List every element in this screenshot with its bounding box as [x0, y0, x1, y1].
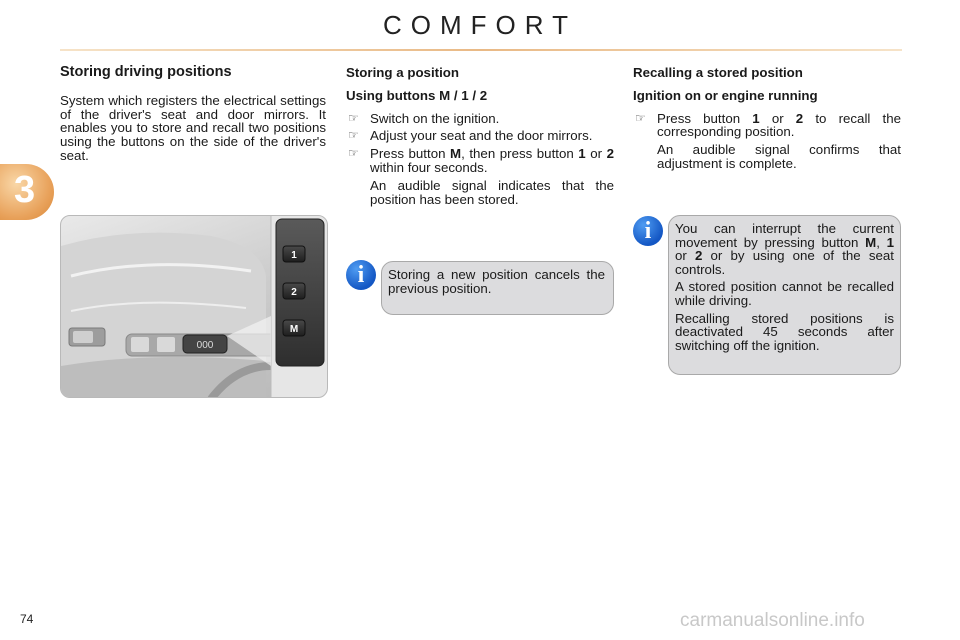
list-item: ☞ Switch on the ignition. [348, 110, 500, 126]
section-title: Storing driving positions [60, 64, 232, 80]
seat-controls-illustration: 000 1 2 M [61, 216, 327, 397]
intro-paragraph: System which registers the electrical se… [60, 92, 326, 163]
column-storing-a-position: Storing a position Using buttons M / 1 /… [346, 66, 614, 210]
info-text: Storing a new position cancels the previ… [388, 267, 605, 296]
info-text: Recalling stored positions is deactivate… [675, 310, 894, 353]
pointing-hand-icon: ☞ [348, 146, 359, 161]
watermark: carmanualsonline.info [680, 610, 865, 631]
chapter-number: 3 [14, 169, 36, 211]
seat-controls-photo: 000 1 2 M [60, 215, 328, 398]
page-header-title: COMFORT [383, 10, 577, 40]
page-number: 74 [20, 612, 34, 626]
column-storing-driving-positions: Storing driving positions System which r… [60, 64, 326, 163]
control-label: 000 [197, 340, 214, 351]
info-box-storing: Storing a new position cancels the previ… [381, 261, 614, 315]
pointing-hand-icon: ☞ [348, 128, 359, 143]
header-rule [60, 49, 902, 51]
info-box-recalling: You can interrupt the current movement b… [668, 215, 901, 375]
pointing-hand-icon: ☞ [348, 110, 359, 125]
list-item: ☞ Press button 1 or 2 to recall the corr… [635, 110, 901, 140]
memory-button-m [282, 319, 306, 337]
chapter-tab: 3 [0, 164, 54, 220]
recalling-title: Recalling a stored position [633, 65, 803, 80]
memory-button-m-label: M [290, 324, 298, 335]
list-item: ☞ Adjust your seat and the door mirrors. [348, 128, 593, 144]
memory-button-1 [282, 245, 306, 263]
info-text: You can interrupt the current movement b… [675, 221, 894, 277]
recalling-subtitle: Ignition on or engine running [633, 87, 818, 103]
memory-button-2-label: 2 [291, 287, 297, 298]
storing-title: Storing a position [346, 65, 460, 80]
column-recalling-a-position: Recalling a stored position Ignition on … [633, 66, 901, 175]
info-text: A stored position cannot be recalled whi… [675, 279, 894, 308]
step-note: An audible signal confirms that adjustme… [657, 142, 901, 171]
storing-subtitle: Using buttons M / 1 / 2 [346, 87, 488, 103]
info-icon: i [346, 260, 376, 290]
list-item: ☞ Press button M, then press button 1 or… [348, 146, 614, 175]
info-icon: i [633, 216, 663, 246]
pointing-hand-icon: ☞ [635, 110, 646, 125]
memory-button-2 [282, 282, 306, 300]
memory-button-1-label: 1 [291, 250, 297, 261]
step-note: An audible signal indicates that the pos… [370, 177, 614, 207]
